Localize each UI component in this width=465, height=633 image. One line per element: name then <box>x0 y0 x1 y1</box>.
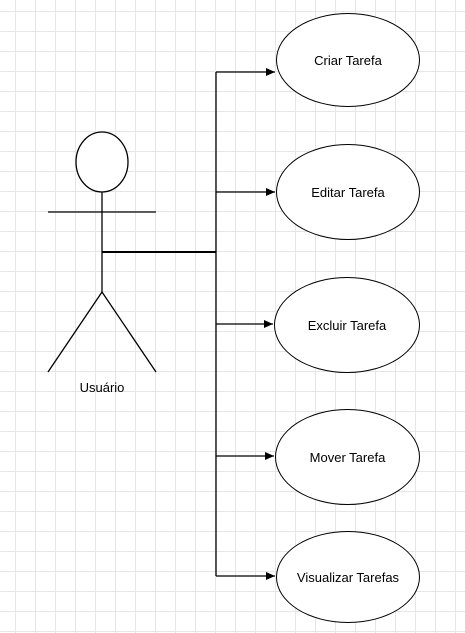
use-case-criar-tarefa[interactable]: Criar Tarefa <box>276 13 420 107</box>
actor-head <box>75 131 129 193</box>
use-case-label: Excluir Tarefa <box>307 317 387 333</box>
actor-label: Usuário <box>79 380 125 395</box>
actor-right-leg <box>101 291 157 373</box>
use-case-visualizar-tarefas[interactable]: Visualizar Tarefas <box>276 531 420 623</box>
actor-left-leg <box>47 291 103 373</box>
use-case-label: Mover Tarefa <box>309 449 386 465</box>
use-case-excluir-tarefa[interactable]: Excluir Tarefa <box>274 277 420 373</box>
use-case-label: Criar Tarefa <box>314 52 382 68</box>
use-case-mover-tarefa[interactable]: Mover Tarefa <box>275 409 420 505</box>
use-case-label: Visualizar Tarefas <box>296 569 400 585</box>
use-case-editar-tarefa[interactable]: Editar Tarefa <box>276 144 420 240</box>
use-case-label: Editar Tarefa <box>311 184 385 200</box>
actor-figure <box>47 131 157 373</box>
